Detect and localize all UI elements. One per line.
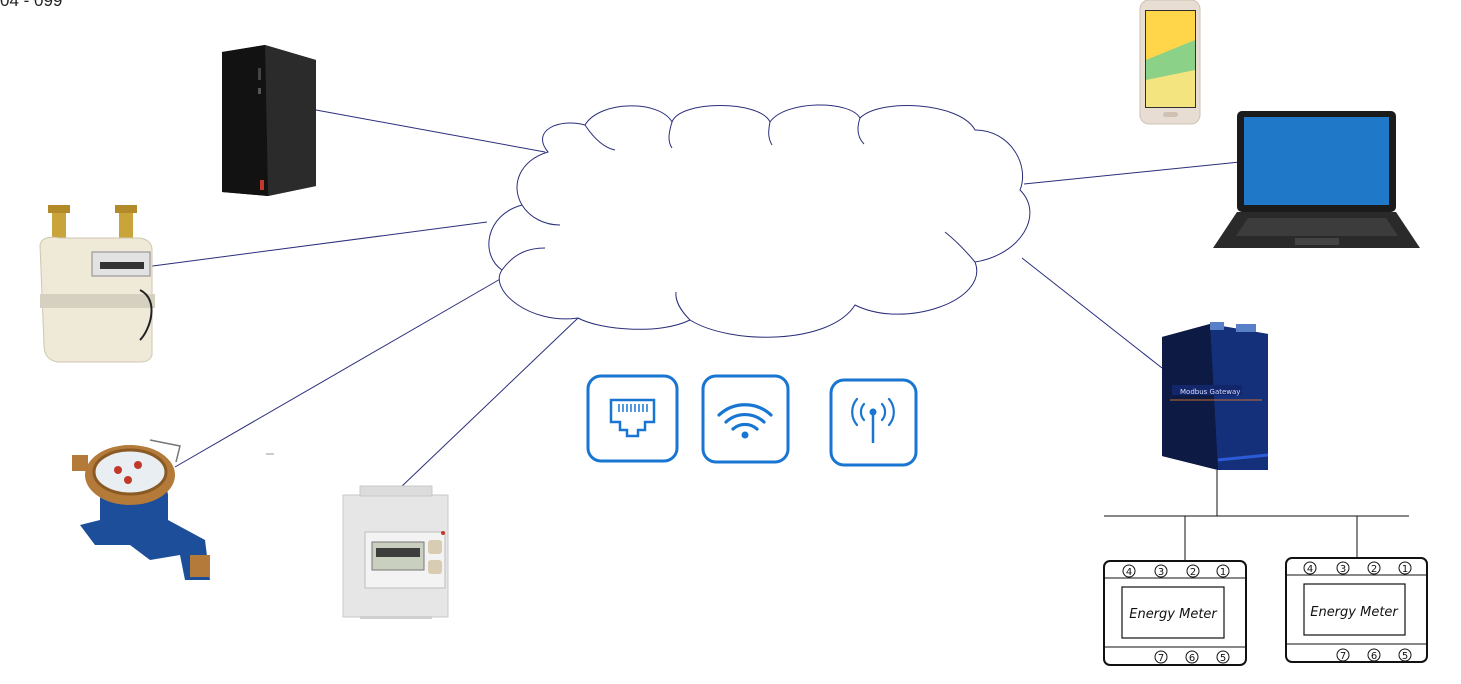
rs485-bus	[1104, 470, 1409, 564]
pin-label: 3	[1158, 567, 1164, 578]
cellular-antenna-icon	[829, 378, 918, 467]
bottom-pins	[1336, 648, 1412, 662]
energy-meter-1: Energy Meter 4 3 2 1 7 6 5	[1103, 560, 1247, 666]
gateway-label: Modbus Gateway	[1180, 388, 1240, 396]
top-pins	[1303, 561, 1412, 575]
top-pins	[1122, 564, 1230, 578]
gas-meter	[39, 205, 155, 363]
wifi-icon	[701, 374, 790, 464]
pin-label: 4	[1126, 567, 1132, 578]
link-water-meter	[174, 277, 503, 468]
link-gas-meter	[144, 221, 488, 268]
pin-label: 2	[1190, 567, 1196, 578]
modbus-gateway: Modbus Gateway	[1162, 322, 1269, 470]
energy-meter-label: Energy Meter	[1129, 607, 1218, 622]
pin-label: 5	[1402, 651, 1408, 662]
energy-meter-2: Energy Meter 4 3 2 1 7 6 5	[1285, 557, 1428, 663]
pin-label: 6	[1189, 653, 1195, 664]
din-rail-electricity-meter	[342, 485, 449, 619]
connection-lines	[144, 109, 1241, 489]
pin-label: 2	[1371, 564, 1377, 575]
link-gateway	[1021, 257, 1163, 369]
network-cloud	[488, 104, 1031, 338]
pin-label: 1	[1402, 564, 1408, 575]
link-laptop	[1023, 161, 1241, 185]
laptop	[1213, 111, 1420, 248]
pin-label: 5	[1220, 653, 1226, 664]
water-meter	[72, 439, 210, 580]
pin-label: 4	[1307, 564, 1313, 575]
bottom-pins	[1154, 650, 1230, 664]
desktop-tower-computer	[222, 45, 316, 196]
link-din-meter	[399, 317, 579, 489]
pin-label: 3	[1340, 564, 1346, 575]
pin-label: 7	[1158, 653, 1164, 664]
pin-label: 1	[1220, 567, 1226, 578]
pin-label: 7	[1340, 651, 1346, 662]
smartphone	[1139, 0, 1201, 125]
ethernet-icon	[586, 374, 679, 463]
corner-label: 04 - 099	[0, 0, 63, 10]
link-desktop	[315, 109, 546, 153]
pin-label: 6	[1371, 651, 1377, 662]
energy-meter-label: Energy Meter	[1310, 605, 1399, 620]
